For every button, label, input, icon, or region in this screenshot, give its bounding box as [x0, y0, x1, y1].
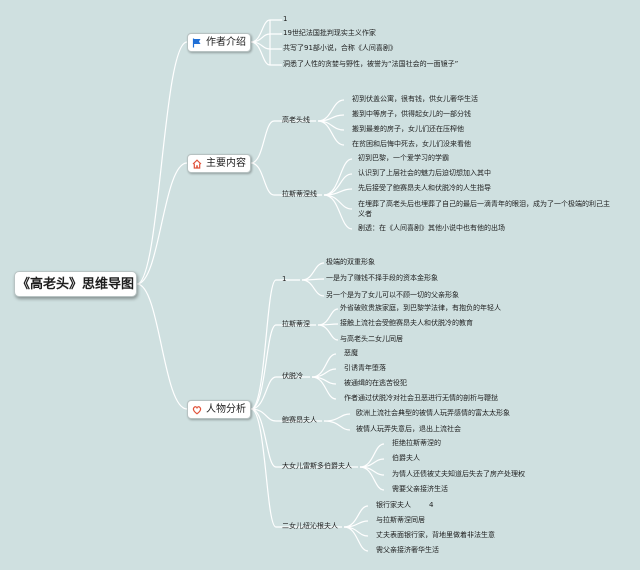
mindmap-root-title: 《高老头》思维导图 [14, 271, 137, 297]
heart-icon [192, 405, 202, 415]
character-vautrin-label: 伏脱冷 [282, 372, 303, 380]
home-icon [192, 158, 202, 169]
rastignac-line-item-2: 认识到了上层社会的魅力后迫切想加入其中 [358, 169, 491, 177]
goriot-item-2: 搬到中等房子，供得起女儿的一部分钱 [352, 110, 471, 118]
character-beauseant-item-2: 被情人玩弄失意后，退出上流社会 [356, 425, 461, 433]
character-vautrin-item-1: 恶魔 [344, 349, 358, 357]
character-delphine-item-1: 银行家夫人 [376, 501, 411, 509]
character-rastignac-item-1: 外省破败贵族家庭，到巴黎学法律，有抱负的年轻人 [340, 304, 501, 312]
rastignac-line-item-1: 初到巴黎，一个爱学习的学霸 [358, 154, 449, 162]
character-first-label: 1 [282, 275, 287, 283]
character-first-item-2: 一是为了赚钱不择手段的资本金形象 [326, 274, 438, 282]
character-vautrin-item-3: 被通缉的在逃苦役犯 [344, 379, 407, 387]
rastignac-line-item-5: 剧透：在《人间喜剧》其他小说中也有他的出场 [358, 224, 505, 232]
goriot-item-3: 搬到最差的房子，女儿们还在压榨他 [352, 125, 464, 133]
character-anastasie-item-1: 拒绝拉斯蒂涅的 [392, 439, 441, 447]
section-content-node[interactable]: 主要内容 [187, 154, 251, 173]
author-item-4: 洞悉了人性的贪婪与野性，被誉为“法国社会的一面镜子” [283, 60, 459, 68]
rastignac-line-item-4: 在埋葬了高老头后也埋葬了自己的最后一滴青年的眼泪，成为了一个极端的利己主义者 [358, 200, 610, 218]
character-anastasie-item-3: 为情人还债被丈夫知道后失去了房产处理权 [392, 470, 525, 478]
character-delphine-item-2: 与拉斯蒂涅同居 [376, 516, 425, 524]
character-first-item-3: 另一个是为了女儿可以不顾一切的父亲形象 [326, 291, 459, 299]
character-vautrin-item-4: 作者通过伏脱冷对社会丑恶进行无情的剖析与鞭挞 [344, 394, 498, 402]
rastignac-line-item-3: 先后接受了鲍赛昂夫人和伏脱冷的人生指导 [358, 184, 491, 192]
flag-icon [192, 38, 201, 47]
character-beauseant-item-1: 欧洲上流社会典型的被情人玩弄感情的富太太形象 [356, 409, 510, 417]
section-author-label: 作者介绍 [206, 37, 246, 48]
content-goriot-line: 高老头线 [282, 116, 310, 124]
character-delphine-note: 4 [429, 501, 434, 509]
character-anastasie-label: 大女儿雷斯多伯爵夫人 [282, 462, 352, 470]
character-delphine-item-4: 需父亲接济奢华生活 [376, 546, 439, 554]
goriot-item-4: 在贫困和后悔中死去，女儿们没来看他 [352, 140, 471, 148]
character-delphine-item-3: 丈夫表面银行家，背地里做着非法生意 [376, 531, 495, 539]
section-author-node[interactable]: 作者介绍 [187, 33, 251, 52]
character-rastignac-item-3: 与高老头二女儿同居 [340, 335, 403, 343]
section-content-label: 主要内容 [206, 158, 246, 169]
character-rastignac-item-2: 接触上流社会受鲍赛昂夫人和伏脱冷的教育 [340, 319, 473, 327]
character-vautrin-item-2: 引诱青年堕落 [344, 364, 386, 372]
author-item-2: 19世纪法国批判现实主义作家 [283, 29, 376, 37]
goriot-item-1: 初到伏盖公寓，很有钱，供女儿奢华生活 [352, 95, 478, 103]
author-item-1: 1 [283, 15, 288, 23]
section-characters-node[interactable]: 人物分析 [187, 400, 251, 419]
content-rastignac-line: 拉斯蒂涅线 [282, 190, 317, 198]
section-characters-label: 人物分析 [206, 404, 246, 415]
character-delphine-label: 二女儿纽沁根夫人 [282, 522, 338, 530]
author-item-3: 共写了91部小说，合称《人间喜剧》 [283, 44, 397, 52]
character-rastignac-label: 拉斯蒂涅 [282, 320, 310, 328]
character-anastasie-item-2: 伯爵夫人 [392, 454, 420, 462]
character-first-item-1: 极端的双重形象 [326, 258, 375, 266]
character-beauseant-label: 鲍赛昂夫人 [282, 416, 317, 424]
character-anastasie-item-4: 需要父亲接济生活 [392, 485, 448, 493]
